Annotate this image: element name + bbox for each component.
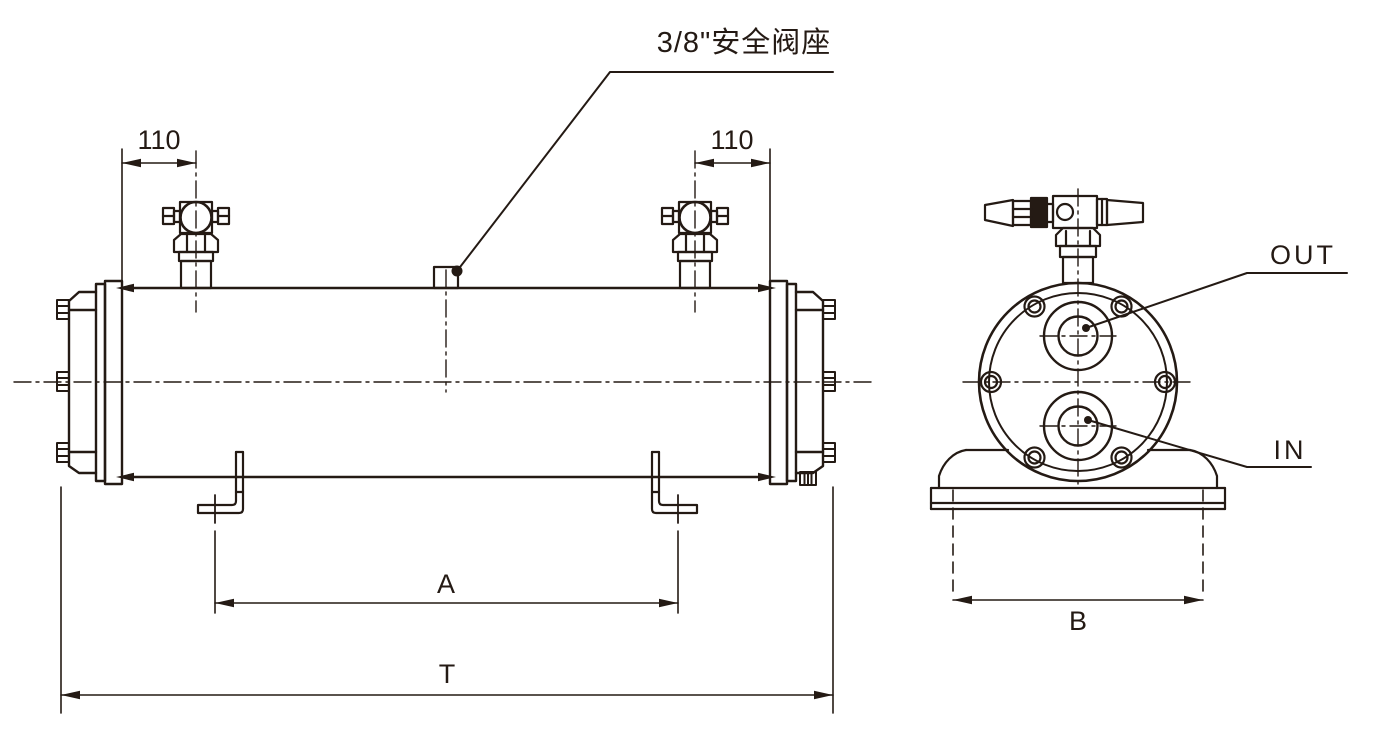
dimension-t-label: T — [438, 659, 456, 689]
safety-valve-label: 3/8"安全阀座 — [656, 27, 832, 59]
dimension-110-right-label: 110 — [710, 125, 754, 155]
dimension-110-left-label: 110 — [137, 125, 181, 155]
main-centerlines — [13, 150, 873, 393]
dimension-110-left — [121, 148, 197, 287]
dimension-B — [952, 489, 1204, 605]
dimension-a-label: A — [436, 569, 456, 599]
end-view-centerlines — [962, 188, 1194, 490]
main-view — [13, 71, 873, 714]
valve-grip-band — [1029, 196, 1049, 229]
out-port-label: OUT — [1270, 240, 1336, 270]
left-cap-bolts — [56, 299, 70, 463]
out-leader — [1082, 272, 1348, 332]
end-view-valve — [983, 194, 1145, 285]
pedestal-base — [929, 448, 1227, 511]
in-port-label: IN — [1273, 435, 1307, 465]
shell-corner-arrows — [116, 283, 776, 482]
dimension-A — [214, 530, 679, 614]
right-end-cap — [768, 279, 836, 486]
mounting-feet — [196, 450, 699, 524]
safety-valve-seat — [432, 71, 834, 290]
end-view — [929, 188, 1348, 605]
right-cap-bolts — [822, 299, 836, 463]
dimension-110-right — [694, 148, 771, 288]
dimension-b-label: B — [1068, 606, 1088, 636]
in-leader — [1084, 416, 1312, 468]
drain-plug — [799, 471, 817, 486]
safety-valve-leader-line — [456, 71, 834, 272]
dimension-T — [60, 486, 834, 714]
